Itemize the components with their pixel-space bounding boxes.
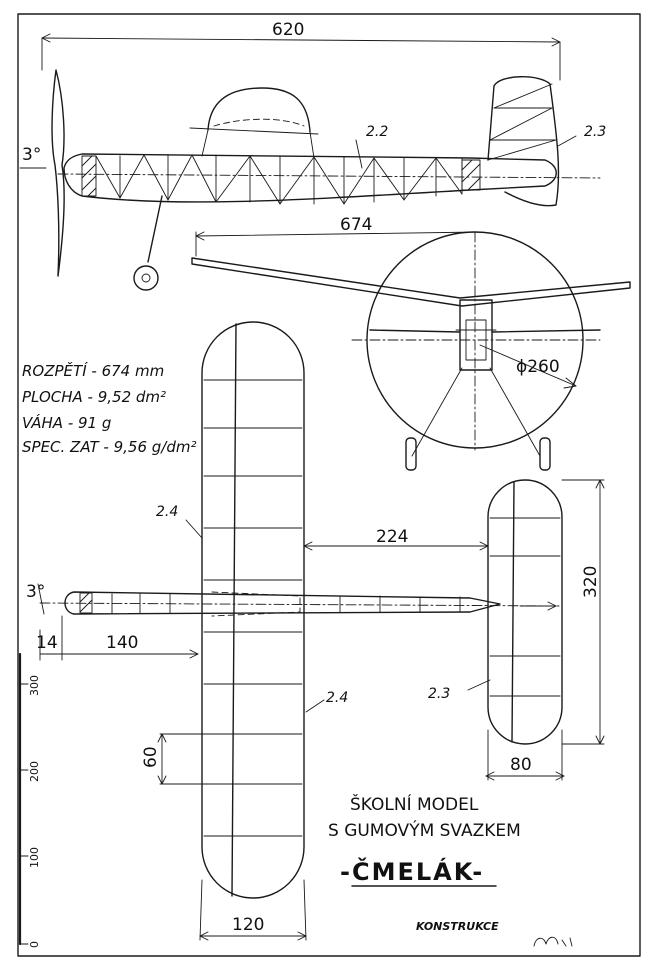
landing-gear-leg xyxy=(147,195,163,263)
scale-tick-300: 300 xyxy=(28,675,41,696)
spec-weight: VÁHA - 91 g xyxy=(22,413,111,432)
tail-chord-label: 320 xyxy=(581,566,601,598)
length-dim-line xyxy=(41,37,561,43)
nose-dim-a: 14 xyxy=(36,633,58,653)
scale-tick-200: 200 xyxy=(28,761,41,782)
front-view: 674 ϕ260 xyxy=(191,215,631,471)
front-wing xyxy=(191,257,631,307)
part-2-3-stab-label: 2.3 xyxy=(428,686,450,702)
front-wheel-left xyxy=(405,437,417,471)
top-view: 3° 224 320 14 140 xyxy=(26,321,605,941)
scale-tick-100: 100 xyxy=(28,847,41,868)
top-angle-label: 3° xyxy=(26,582,45,602)
wing-pylon xyxy=(207,87,311,133)
side-view: 620 3° xyxy=(19,20,606,291)
side-wheel xyxy=(133,265,159,291)
tail-gap-label: 224 xyxy=(376,527,408,547)
fuselage-truss xyxy=(95,154,463,205)
fuselage-plan xyxy=(64,591,501,615)
signature xyxy=(533,936,573,947)
vertical-fin xyxy=(487,76,560,207)
span-label: 674 xyxy=(340,215,372,235)
spec-area: PLOCHA - 9,52 dm² xyxy=(22,388,166,406)
part-2-4-upper-label: 2.4 xyxy=(156,504,178,520)
nose-dim-b: 140 xyxy=(106,633,138,653)
side-angle-label: 3° xyxy=(22,145,41,165)
front-wheel-right xyxy=(539,437,551,471)
main-wing-plan xyxy=(201,321,305,899)
prop-diameter-label: ϕ260 xyxy=(516,357,560,377)
title-block: ŠKOLNÍ MODEL S GUMOVÝM SVAZKEM -ČMELÁK- … xyxy=(328,793,573,947)
spec-loading: SPEC. ZAT - 9,56 g/dm² xyxy=(22,438,197,456)
credit-label: KONSTRUKCE xyxy=(416,920,499,933)
part-2-4-lower-label: 2.4 xyxy=(326,690,348,706)
front-fuselage xyxy=(459,299,493,371)
title-line-2: S GUMOVÝM SVAZKEM xyxy=(328,819,521,841)
sheet-border xyxy=(17,13,641,957)
stabiliser-plan xyxy=(487,479,563,745)
length-label: 620 xyxy=(272,20,304,40)
wing-chord-label: 120 xyxy=(232,915,264,935)
spec-block: ROZPĚTÍ - 674 mm PLOCHA - 9,52 dm² VÁHA … xyxy=(22,361,197,456)
spec-span: ROZPĚTÍ - 674 mm xyxy=(22,361,164,380)
fuselage-side xyxy=(63,153,557,203)
scale-tick-0: 0 xyxy=(28,941,41,948)
part-2-2-label: 2.2 xyxy=(366,124,388,140)
propeller xyxy=(51,69,65,277)
model-name: -ČMELÁK- xyxy=(340,856,484,886)
scale-bar: 0 100 200 300 xyxy=(18,652,41,948)
rib-gap-label: 60 xyxy=(141,746,161,768)
tail-width-label: 80 xyxy=(510,755,532,775)
part-2-3-fin-label: 2.3 xyxy=(584,124,606,140)
title-line-1: ŠKOLNÍ MODEL xyxy=(350,793,479,815)
wing-ribs xyxy=(203,379,303,837)
